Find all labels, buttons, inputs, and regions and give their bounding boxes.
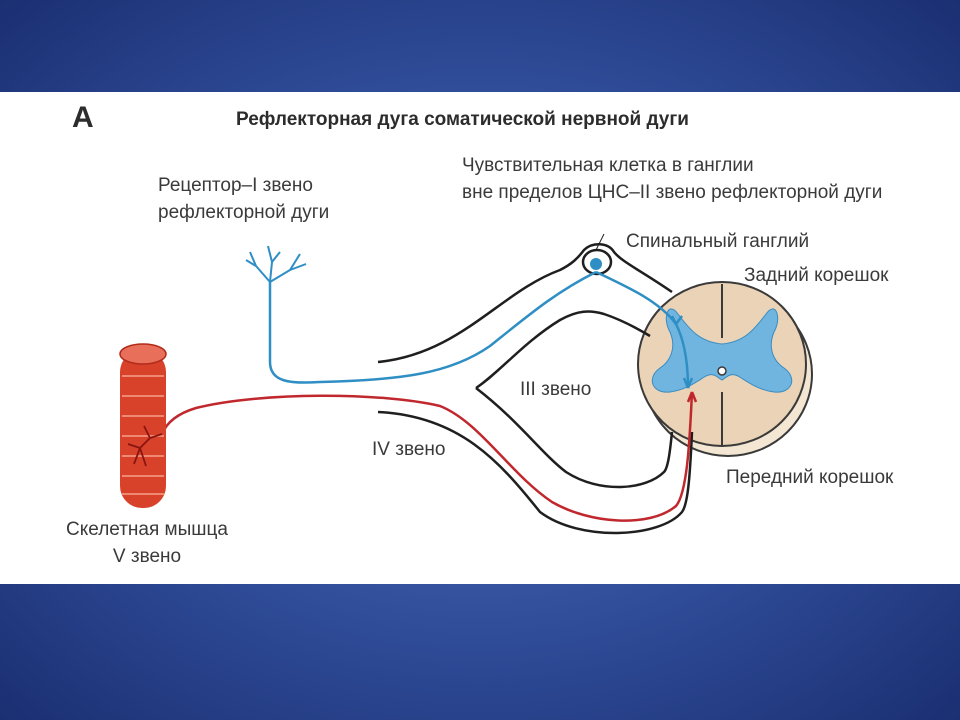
label-muscle-line-2: V звено bbox=[112, 546, 182, 567]
label-dorsal-root: Задний корешок bbox=[744, 265, 889, 286]
label-sensory-cell: Чувствительная клетка в ганглии вне пред… bbox=[462, 152, 882, 206]
label-muscle-line-1: Скелетная мышца bbox=[66, 519, 228, 540]
label-sensory-cell-line-1: Чувствительная клетка в ганглии bbox=[462, 155, 754, 176]
sensory-path bbox=[268, 270, 694, 389]
label-sensory-cell-line-2: вне пределов ЦНС–II звено рефлекторной д… bbox=[462, 182, 883, 203]
label-link-three: III звено bbox=[520, 379, 592, 400]
nerve-outline bbox=[377, 243, 694, 535]
label-link-four: IV звено bbox=[372, 439, 446, 460]
diagram-title: Рефлекторная дуга соматической нервной д… bbox=[236, 109, 689, 130]
label-spinal-ganglion: Спинальный ганглий bbox=[626, 231, 810, 252]
motor-path bbox=[160, 391, 698, 522]
label-ventral-root: Передний корешок bbox=[726, 467, 894, 488]
label-muscle: Скелетная мышца V звено bbox=[58, 516, 236, 570]
label-receptor: Рецептор–I звено рефлекторной дуги bbox=[158, 172, 329, 226]
label-receptor-line-1: Рецептор–I звено bbox=[158, 175, 313, 196]
skeletal-muscle bbox=[119, 343, 167, 508]
reflex-arc-diagram bbox=[119, 233, 813, 535]
receptor-endings bbox=[245, 245, 307, 283]
label-receptor-line-2: рефлекторной дуги bbox=[158, 202, 330, 223]
slide-content-panel: А Рефлекторная дуга соматической нервной… bbox=[0, 92, 960, 584]
sensory-neuron-body bbox=[590, 258, 602, 270]
panel-letter: А bbox=[72, 101, 94, 134]
spinal-cord-section bbox=[637, 281, 813, 457]
